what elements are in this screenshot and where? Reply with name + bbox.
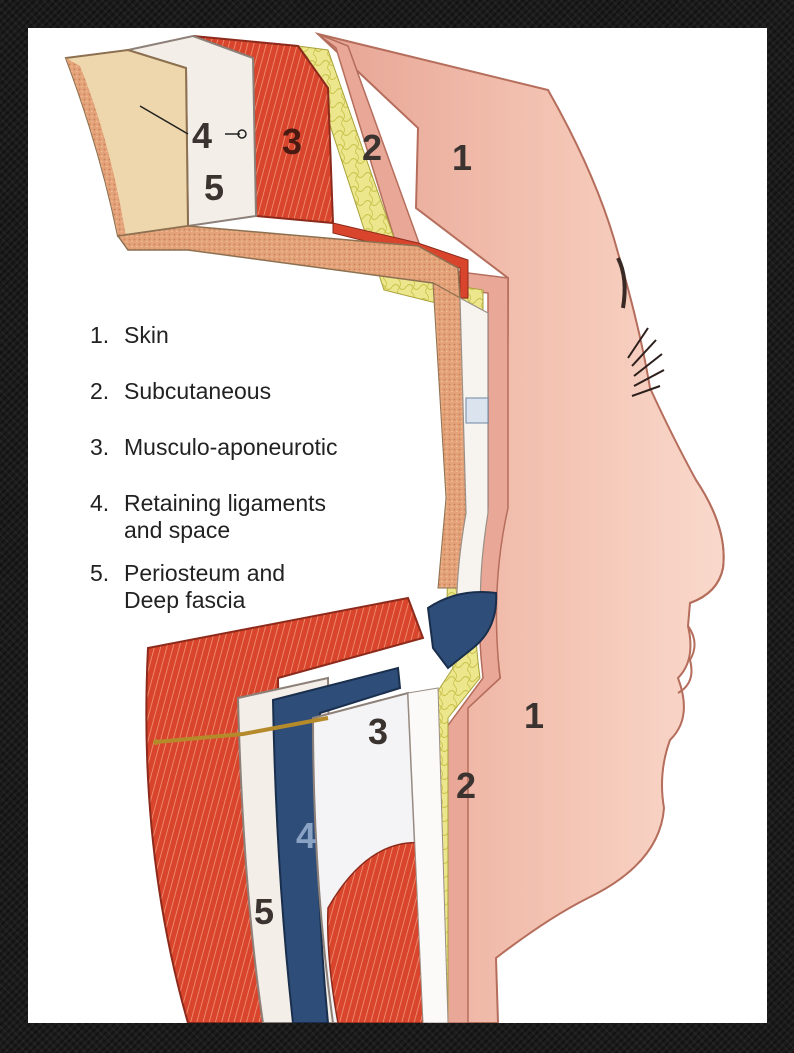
top-label-4: 4 (192, 115, 212, 156)
legend-text: Retaining ligaments (124, 490, 327, 516)
bottom-label-1: 1 (524, 695, 544, 736)
legend-item-periosteum: 5. Periosteum and Deep fascia (90, 560, 338, 614)
eyelashes (627, 327, 665, 397)
legend-item-skin: 1. Skin (90, 322, 169, 348)
legend-text: Subcutaneous (124, 378, 272, 404)
layer-legend: 1. Skin 2. Subcutaneous 3. Musculo-apone… (90, 322, 338, 643)
legend-text: Periosteum and (124, 560, 286, 586)
bottom-label-2: 2 (456, 765, 476, 806)
legend-text-line2: Deep fascia (124, 587, 246, 613)
top-label-5: 5 (204, 167, 224, 208)
top-label-1: 1 (452, 137, 472, 178)
bone-cortex-edge (66, 58, 128, 250)
bottom-muscle-block (145, 596, 425, 1023)
top-label-3: 3 (282, 121, 302, 162)
legend-text: Musculo-aponeurotic (124, 434, 338, 460)
facial-layers-illustration: 1 2 3 4 5 1 2 3 4 5 (64, 32, 725, 1023)
bottom-label-3: 3 (368, 711, 388, 752)
lip-contour (677, 625, 696, 694)
legend-item-subcutaneous: 2. Subcutaneous (90, 378, 272, 404)
nose-contour (689, 479, 725, 604)
legend-item-musculo-aponeurotic: 3. Musculo-aponeurotic (90, 434, 338, 460)
top-label-2: 2 (362, 127, 382, 168)
legend-item-retaining-ligaments: 4. Retaining ligaments and space (90, 490, 338, 544)
label-4-pointer (139, 105, 189, 135)
legend-text-line2: and space (124, 517, 231, 543)
bottom-thin-fascia (407, 687, 449, 1023)
legend-text: Skin (124, 322, 169, 348)
illustration-canvas: 1 2 3 4 5 1 2 3 4 5 1. Skin 2. Subcutane… (28, 28, 767, 1023)
eyebrow (616, 257, 627, 309)
retaining-ligament-mid (465, 397, 489, 424)
facial-nerve-branch (155, 716, 329, 744)
bottom-label-4: 4 (296, 815, 316, 856)
buccal-space-curl (426, 591, 498, 670)
bottom-label-5: 5 (254, 891, 274, 932)
